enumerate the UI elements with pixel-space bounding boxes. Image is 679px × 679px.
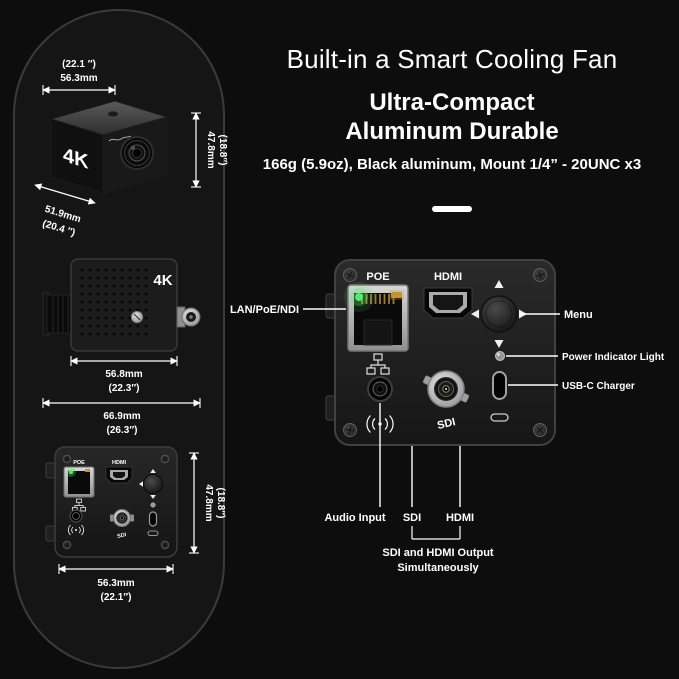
callout-lan: LAN/PoE/NDI: [230, 304, 299, 316]
rear-sdi-bnc: [110, 509, 134, 527]
subtitle: Ultra-Compact Aluminum Durable: [225, 88, 679, 146]
callout-simultaneous-line1: SDI and HDMI Output: [382, 547, 494, 559]
network-icon: [366, 353, 390, 375]
corner-screw: [62, 454, 72, 464]
hdmi-port-label: HDMI: [434, 271, 462, 283]
dimension-panel: (22.1 ″) 56.3mm 4K: [13, 9, 228, 669]
specs-text: 166g (5.9oz), Black aluminum, Mount 1/4”…: [262, 156, 642, 173]
hdmi-port: [423, 287, 473, 319]
rear-network-icon: [71, 498, 87, 512]
corner-screw: [533, 423, 547, 437]
simultaneous-bracket: [411, 526, 461, 540]
sdi-port-label: SDI: [436, 416, 457, 432]
corner-screw: [62, 540, 72, 550]
camera-rear-illustration: POE HDMI: [45, 446, 178, 558]
rear-power-led: [150, 502, 156, 508]
callout-audio-input: Audio Input: [324, 512, 385, 524]
front-width-arrow: [42, 85, 116, 95]
front-height-arrow: [191, 112, 201, 188]
subtitle-line2: Aluminum Durable: [345, 118, 559, 145]
rear-width-mm: 56.3mm: [97, 578, 134, 589]
front-width-inches: (22.1 ″): [62, 59, 96, 70]
rear-sdi-label: SDI: [117, 532, 128, 540]
corner-screw: [533, 268, 547, 282]
side-overall-mm: 66.9mm: [103, 411, 140, 422]
ethernet-port: [344, 282, 409, 352]
front-view: (22.1 ″) 56.3mm 4K: [34, 59, 228, 239]
side-view: 4K 56.8mm: [42, 258, 201, 436]
rear-height-mm: 47.8mm: [203, 484, 214, 521]
rear-hdmi-label: HDMI: [112, 460, 127, 466]
tripod-mount-hole: [107, 110, 119, 118]
joystick-left-arrow: [471, 309, 479, 319]
rear-speaker-icon: [68, 524, 84, 536]
brand-logo: [108, 135, 132, 142]
front-height-mm: 47.8mm: [205, 131, 216, 168]
rear-menu-joystick: [139, 469, 163, 499]
side-overall-arrow: [42, 398, 201, 408]
corner-screw: [160, 540, 170, 550]
side-body-mm: 56.8mm: [105, 369, 142, 380]
side-overall-inches: (26.3″): [107, 425, 138, 436]
side-body-inches: (22.3″): [109, 383, 140, 394]
usbc-icon: [490, 413, 509, 422]
audio-jack: [367, 376, 393, 402]
subtitle-line1: Ultra-Compact: [369, 89, 535, 116]
cooling-vent-holes: [77, 267, 149, 339]
rear-panel-illustration: POE HDMI: [325, 259, 556, 446]
corner-screw: [160, 454, 170, 464]
camera-front-illustration: 4K: [49, 100, 169, 194]
side-bnc-connector: [176, 306, 201, 328]
divider: [432, 206, 472, 212]
camera-views-illustration: (22.1 ″) 56.3mm 4K: [34, 59, 228, 603]
corner-screw: [343, 268, 357, 282]
camera-side-illustration: 4K: [42, 258, 201, 352]
front-depth-arrow: [34, 183, 96, 205]
usbc-port: [492, 371, 507, 400]
rear-ethernet-port: [63, 466, 95, 498]
joystick-down-arrow: [494, 340, 504, 348]
side-4k-badge: 4K: [153, 272, 172, 289]
callout-hdmi: HDMI: [446, 512, 474, 524]
callout-power-indicator: Power Indicator Light: [562, 352, 665, 363]
poe-port-label: POE: [366, 271, 389, 283]
rear-audio-jack: [69, 509, 83, 523]
rear-usbc-port: [148, 511, 158, 527]
rear-hdmi-port: [105, 466, 133, 484]
page-title: Built-in a Smart Cooling Fan: [286, 44, 618, 74]
rear-poe-label: POE: [73, 460, 85, 466]
menu-joystick: [471, 280, 527, 348]
rear-width-arrow: [58, 564, 174, 574]
lens: [120, 136, 154, 170]
callout-usbc-charger: USB-C Charger: [562, 381, 635, 392]
callout-sdi: SDI: [403, 512, 421, 524]
ethernet-amber-led: [391, 292, 402, 298]
callouts: LAN/PoE/NDI Menu Power Indicator Light U…: [230, 304, 665, 574]
rear-width-inches: (22.1″): [101, 592, 132, 603]
sdi-bnc-connector: [422, 370, 470, 408]
callout-simultaneous-line2: Simultaneously: [397, 562, 479, 574]
ethernet-green-led: [355, 293, 363, 301]
front-width-mm: 56.3mm: [60, 73, 97, 84]
corner-screw: [343, 423, 357, 437]
info-column: Built-in a Smart Cooling Fan Ultra-Compa…: [225, 0, 679, 679]
side-screw: [131, 311, 143, 323]
rear-height-arrow: [189, 452, 199, 554]
joystick-up-arrow: [494, 280, 504, 288]
power-indicator-led: [495, 351, 505, 361]
rear-usbc-icon: [147, 530, 159, 536]
callout-menu: Menu: [564, 309, 593, 321]
side-body-arrow: [70, 356, 178, 366]
front-height-inches: (18.8″): [217, 135, 228, 166]
rear-panel-diagram: POE HDMI: [230, 259, 665, 574]
rear-height-inches: (18.8″): [215, 488, 226, 519]
rear-view: POE HDMI: [45, 446, 226, 603]
